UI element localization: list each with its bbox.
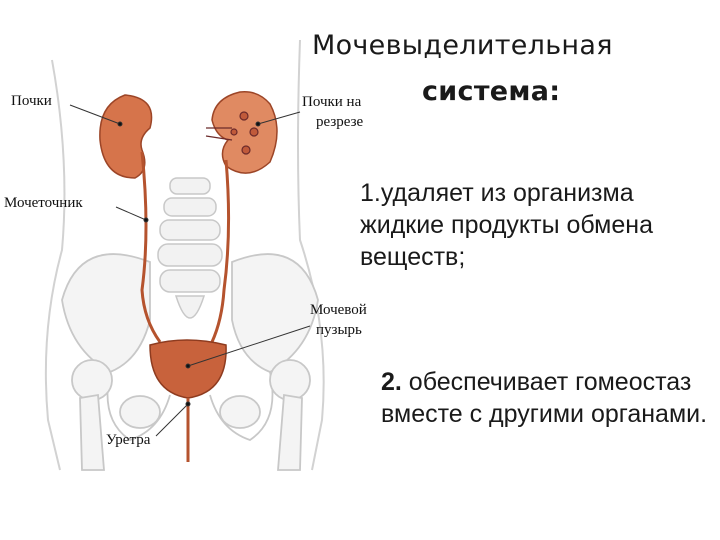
spine	[157, 177, 223, 319]
body-outline-right	[297, 39, 325, 471]
label-kidney-cut-line2: резрезе	[316, 114, 364, 130]
point-2: 2. обеспечивает гомеостаз вместе с други…	[381, 366, 711, 430]
label-ureter: Мочеточник	[4, 195, 83, 211]
femurs	[71, 359, 311, 471]
label-bladder-line2: пузырь	[316, 322, 362, 338]
label-kidney-cut-line1: Почки на	[302, 94, 362, 110]
slide-title-line1: Мочевыделительная	[312, 30, 613, 61]
ureter-left	[140, 151, 162, 343]
point-1: 1.удаляет из организма жидкие продукты о…	[360, 177, 720, 273]
point-1-number: 1.	[360, 179, 381, 207]
point-1-text: удаляет из организма жидкие продукты обм…	[360, 179, 653, 271]
label-bladder-line1: Мочевой	[310, 302, 367, 318]
point-2-number: 2.	[381, 368, 402, 396]
ureter-right	[210, 159, 231, 343]
label-urethra: Уретра	[106, 432, 151, 448]
bladder	[149, 339, 227, 399]
kidney-cut	[211, 91, 278, 174]
label-kidneys: Почки	[11, 93, 52, 109]
pelvis	[61, 253, 319, 441]
point-2-text: обеспечивает гомеостаз вместе с другими …	[381, 368, 708, 428]
body-outline-left	[44, 59, 66, 471]
slide-title-line2: система:	[422, 76, 561, 107]
kidney-cut-vessels	[205, 111, 259, 155]
leader-lines	[69, 104, 311, 437]
